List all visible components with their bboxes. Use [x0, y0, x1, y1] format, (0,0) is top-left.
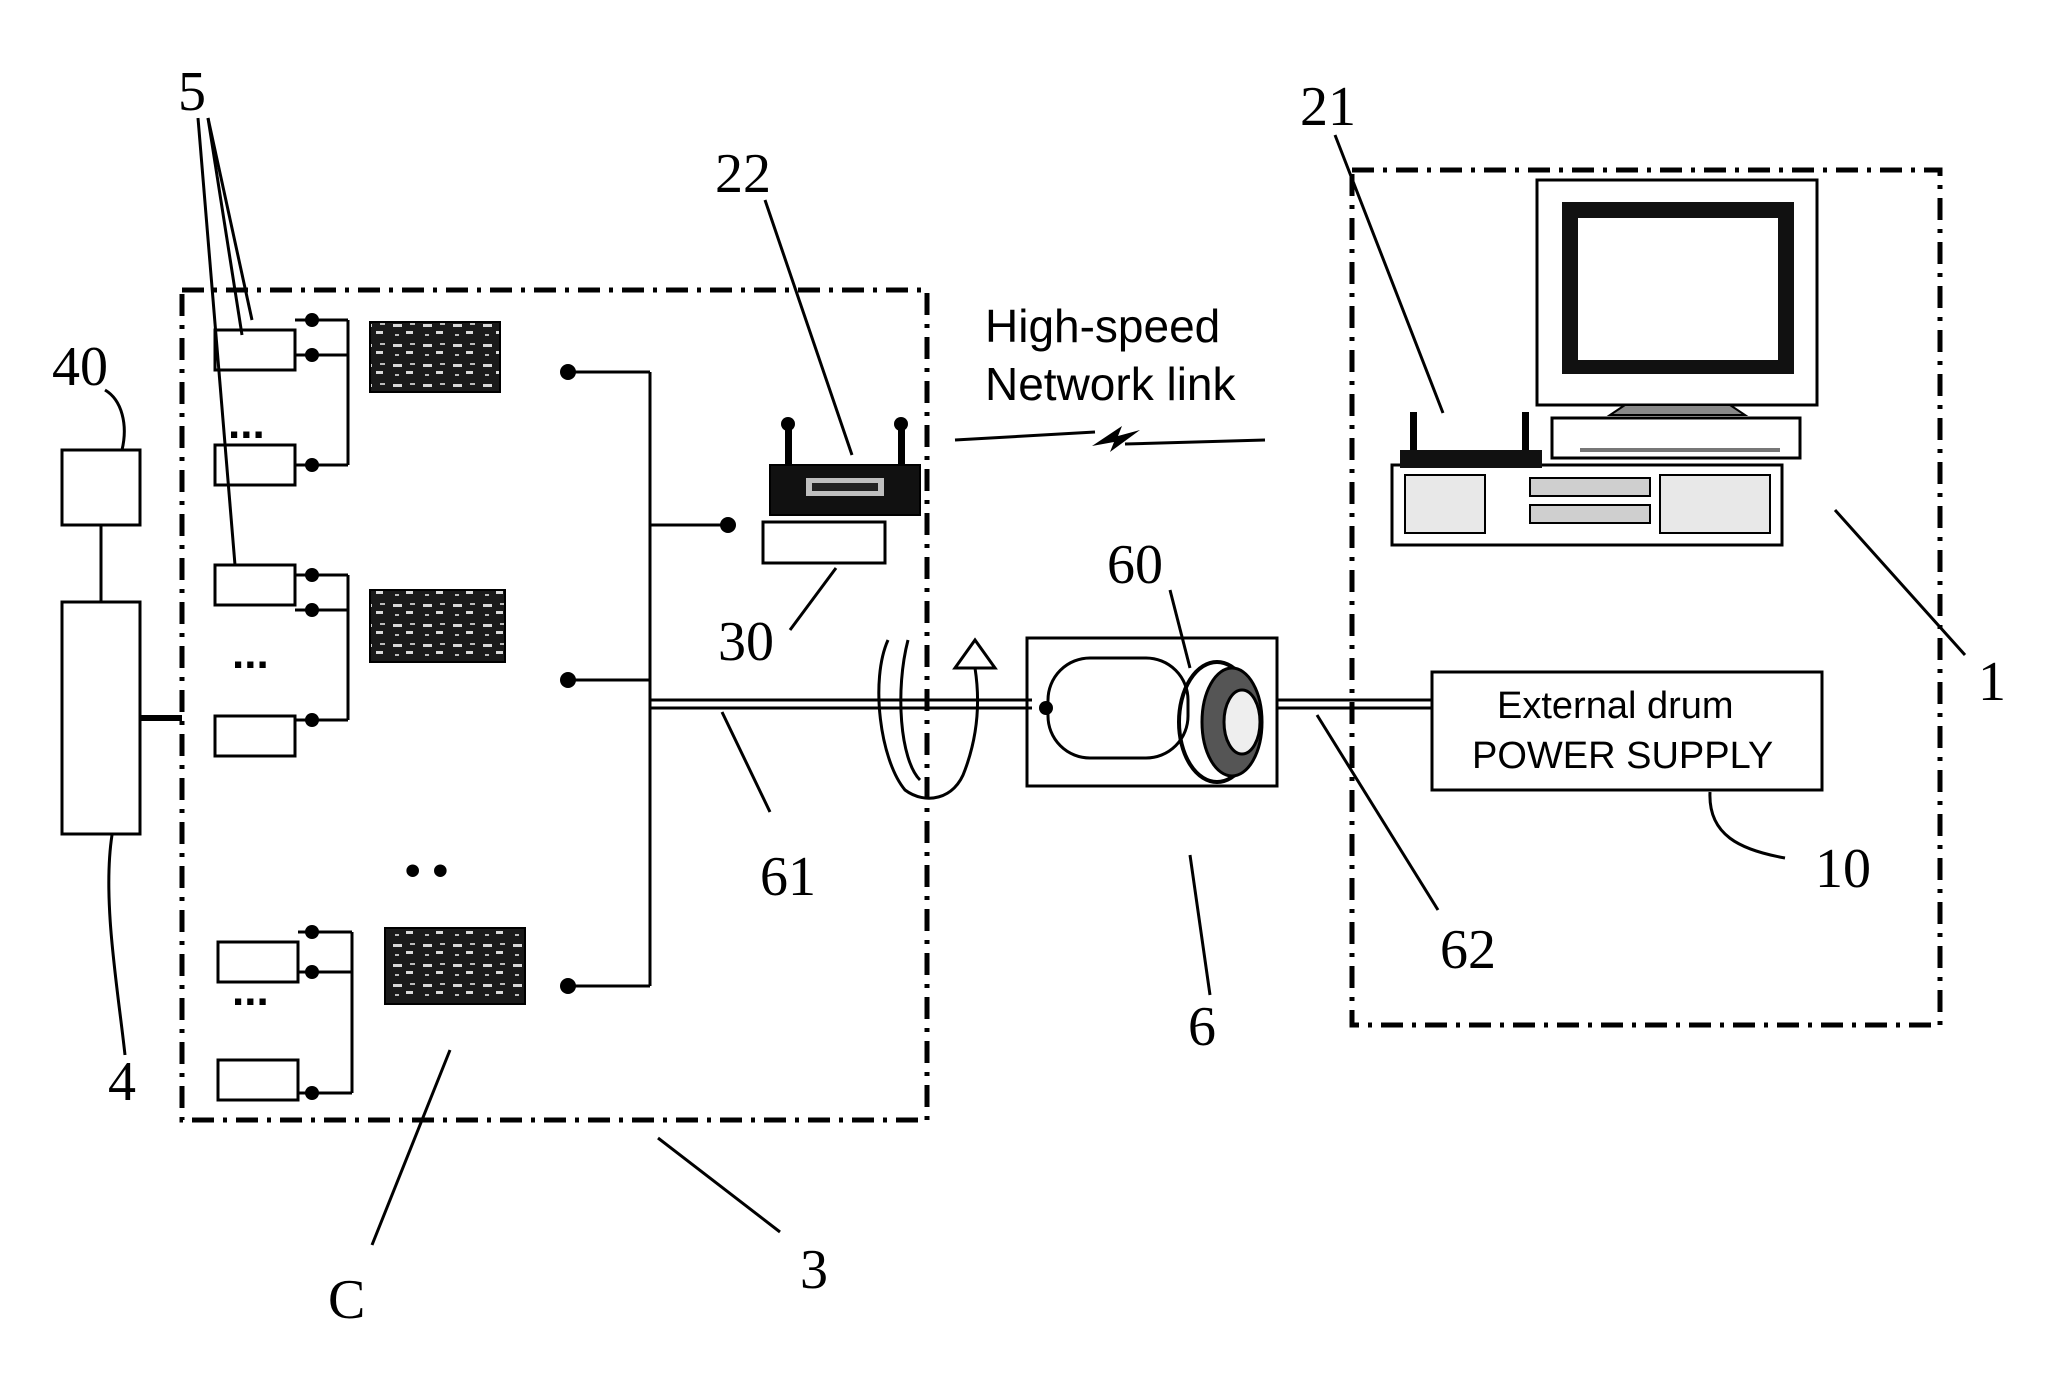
ellipsis-groups: • • [405, 846, 448, 895]
ref-62: 62 [1440, 919, 1496, 981]
ellipsis-3: ... [232, 966, 269, 1015]
ellipsis-2: ... [232, 629, 269, 678]
bus-lines [560, 364, 736, 994]
circuit-board [370, 590, 505, 662]
ref-1: 1 [1978, 651, 2006, 713]
ref-6: 6 [1188, 996, 1216, 1058]
wireless-link [955, 426, 1265, 452]
ref-3: 3 [800, 1239, 828, 1301]
ref-40: 40 [52, 336, 108, 398]
ref-5: 5 [178, 61, 206, 123]
ellipsis-1: ... [228, 399, 265, 448]
unit-4-box [62, 602, 140, 834]
sensor-box [215, 330, 295, 370]
computer-monitor [1537, 180, 1817, 415]
ref-60: 60 [1107, 534, 1163, 596]
ref-10: 10 [1815, 838, 1871, 900]
router-21 [1400, 412, 1542, 468]
circuit-board [385, 928, 525, 1004]
unit-40-box [62, 450, 140, 525]
power-supply-label-1: External drum [1497, 685, 1734, 727]
sensor-box [218, 1060, 298, 1100]
sensor-box [215, 565, 295, 605]
module-30-box [763, 522, 885, 563]
ref-4: 4 [108, 1051, 136, 1113]
ref-30: 30 [718, 611, 774, 673]
ref-C: C [328, 1269, 365, 1331]
circuit-board [370, 322, 500, 392]
ref-22: 22 [715, 143, 771, 205]
ref-61: 61 [760, 846, 816, 908]
power-supply-label-2: POWER SUPPLY [1472, 735, 1773, 777]
system-3-boundary [182, 290, 927, 1120]
drum-unit-6 [1027, 638, 1277, 786]
network-link-label-1: High-speed [985, 300, 1220, 352]
rotation-arrow [879, 640, 995, 798]
computer-case [1392, 418, 1800, 545]
ref-21: 21 [1300, 76, 1356, 138]
sensor-box [215, 716, 295, 756]
network-link-label-2: Network link [985, 358, 1237, 410]
